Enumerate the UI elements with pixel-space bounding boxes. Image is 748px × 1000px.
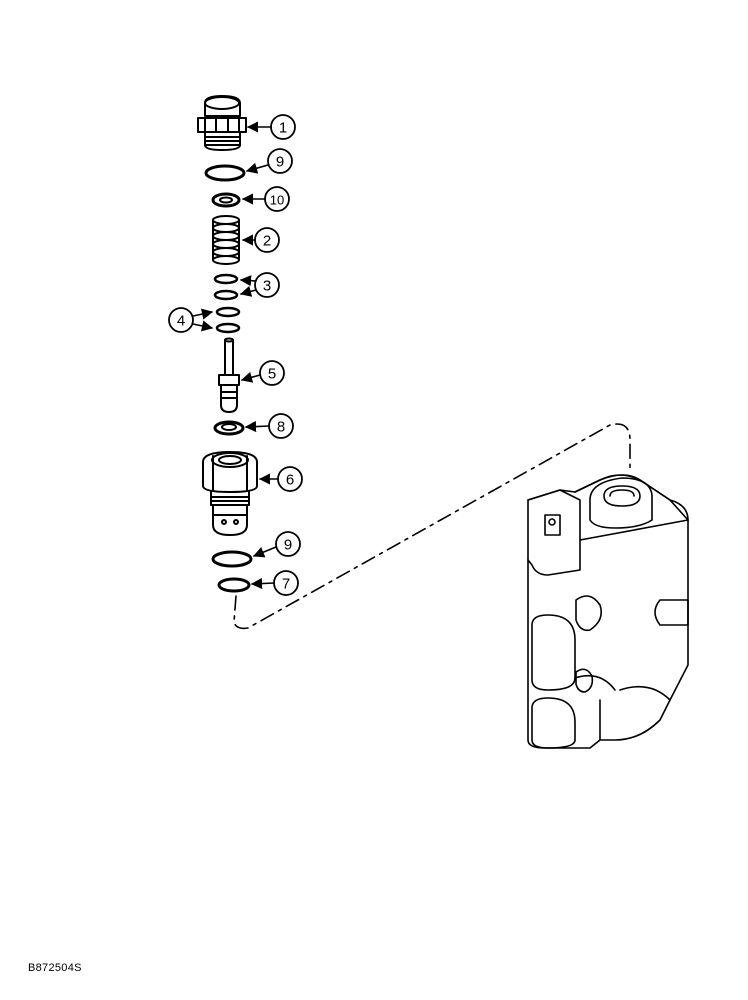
assembly-dashed-line [233,423,631,630]
part-10-washer [211,192,241,208]
callout-7-leader [250,577,275,590]
callout-3-circle [254,272,280,298]
part-8-seal [213,420,245,436]
part-2-spring [212,215,240,265]
callout-1-label: 1 [279,120,287,137]
callout-4-leader-b [192,320,214,332]
part-4-shims [215,306,241,334]
callout-9b-circle [275,531,301,557]
callout-4-label: 4 [177,313,185,330]
figure-id: B872504S [28,962,82,974]
callout-8-leader [244,420,270,433]
part-9-o-ring-upper [204,164,246,182]
callout-6-label: 6 [286,472,294,489]
valve-section-housing [527,474,689,749]
part-7-o-ring [217,577,251,593]
callout-8-label: 8 [277,419,285,436]
part-3-shims [213,273,239,301]
callout-9b-label: 9 [284,537,292,554]
callout-5-leader [240,371,261,383]
callout-9b-leader [252,546,277,558]
callout-3-leader-b [239,285,257,297]
callout-3-leader-a [239,275,257,287]
callout-7-label: 7 [282,576,290,593]
callout-5-label: 5 [268,366,276,383]
callout-5-circle [259,360,285,386]
part-9-o-ring-lower [211,550,253,568]
callout-4-circle [168,307,194,333]
callout-9a-leader [245,162,269,174]
part-6-cartridge-body [202,451,258,536]
callout-9a-circle [267,148,293,174]
callout-4-leader-a [192,308,214,320]
part-1-plug [197,95,247,151]
part-5-poppet [218,337,240,413]
callout-10-label: 10 [270,193,284,208]
callout-3-label: 3 [263,278,271,295]
callout-9a-label: 9 [276,154,284,171]
callout-2-label: 2 [263,233,271,250]
